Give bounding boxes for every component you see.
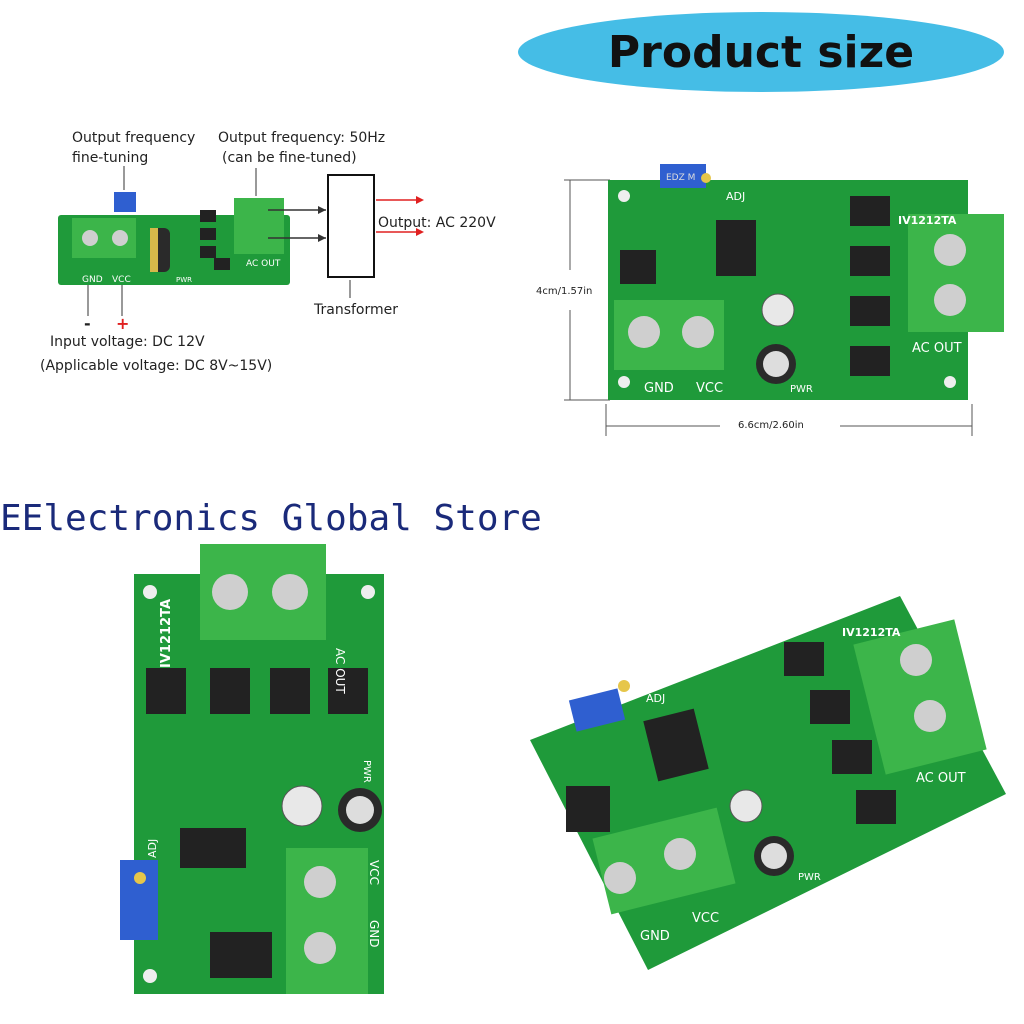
angled-board: ADJ GND VCC PWR IV1212TA AC OUT <box>520 590 1024 990</box>
applicable-voltage-label: (Applicable voltage: DC 8V~15V) <box>40 358 273 374</box>
vboard-gnd: GND <box>367 920 381 948</box>
dimension-board-svg: EDZ M ADJ GND VCC PWR IV1212TA AC OUT <box>564 164 1004 436</box>
dimension-board: EDZ M ADJ GND VCC PWR IV1212TA AC OUT <box>520 160 1020 450</box>
product-size-banner <box>518 12 1004 92</box>
board-adj: ADJ <box>726 190 745 203</box>
aboard-acout: AC OUT <box>916 771 966 786</box>
freq-out-label-1: Output frequency: 50Hz <box>218 130 386 146</box>
aboard-pwr: PWR <box>798 872 821 883</box>
aboard-vcc: VCC <box>692 911 719 926</box>
input-voltage-label: Input voltage: DC 12V <box>50 334 205 350</box>
vertical-board: IV1212TA AC OUT ADJ VCC GND PWR <box>100 540 400 1010</box>
vboard-acout: AC OUT <box>333 648 347 694</box>
diagram-vcc: VCC <box>112 275 131 285</box>
diagram-acout: AC OUT <box>246 259 281 269</box>
plus-sign: + <box>116 314 130 333</box>
dimension-width: 6.6cm/2.60in <box>738 420 804 431</box>
vboard-pwr: PWR <box>361 760 372 783</box>
freq-tune-label-1: Output frequency <box>72 130 196 146</box>
board-acout: AC OUT <box>912 341 962 356</box>
wiring-diagram-svg: GND VCC AC OUT PWR <box>58 166 424 316</box>
board-vcc: VCC <box>696 381 723 396</box>
board-pwr: PWR <box>790 384 813 395</box>
banner-title: Product size <box>607 26 915 78</box>
transformer-box <box>327 174 375 278</box>
board-model: IV1212TA <box>898 214 957 227</box>
angled-board-svg: ADJ GND VCC PWR IV1212TA AC OUT <box>530 596 1006 970</box>
store-name: EElectronics Global Store <box>0 498 542 539</box>
dimension-height: 4cm/1.57in <box>536 286 593 297</box>
vertical-board-svg: IV1212TA AC OUT ADJ VCC GND PWR <box>120 544 384 994</box>
aboard-adj: ADJ <box>646 692 665 705</box>
transformer-label: Transformer <box>314 302 399 318</box>
minus-sign: - <box>84 314 91 333</box>
aboard-gnd: GND <box>640 929 670 944</box>
diagram-gnd: GND <box>82 275 103 285</box>
aboard-model: IV1212TA <box>842 626 901 639</box>
freq-tune-label-2: fine-tuning <box>72 150 149 166</box>
board-pot-label: EDZ M <box>666 173 695 183</box>
vboard-model: IV1212TA <box>159 599 174 668</box>
freq-out-label-2: (can be fine-tuned) <box>222 150 357 166</box>
vboard-adj: ADJ <box>146 839 159 858</box>
diagram-pwr: PWR <box>176 276 192 284</box>
wiring-diagram: GND VCC AC OUT PWR <box>0 0 510 400</box>
board-gnd: GND <box>644 381 674 396</box>
diagram-pot <box>114 192 136 212</box>
diagram-output-terminal <box>234 198 284 254</box>
vboard-vcc: VCC <box>367 860 381 885</box>
output-label: Output: AC 220V <box>378 215 496 231</box>
